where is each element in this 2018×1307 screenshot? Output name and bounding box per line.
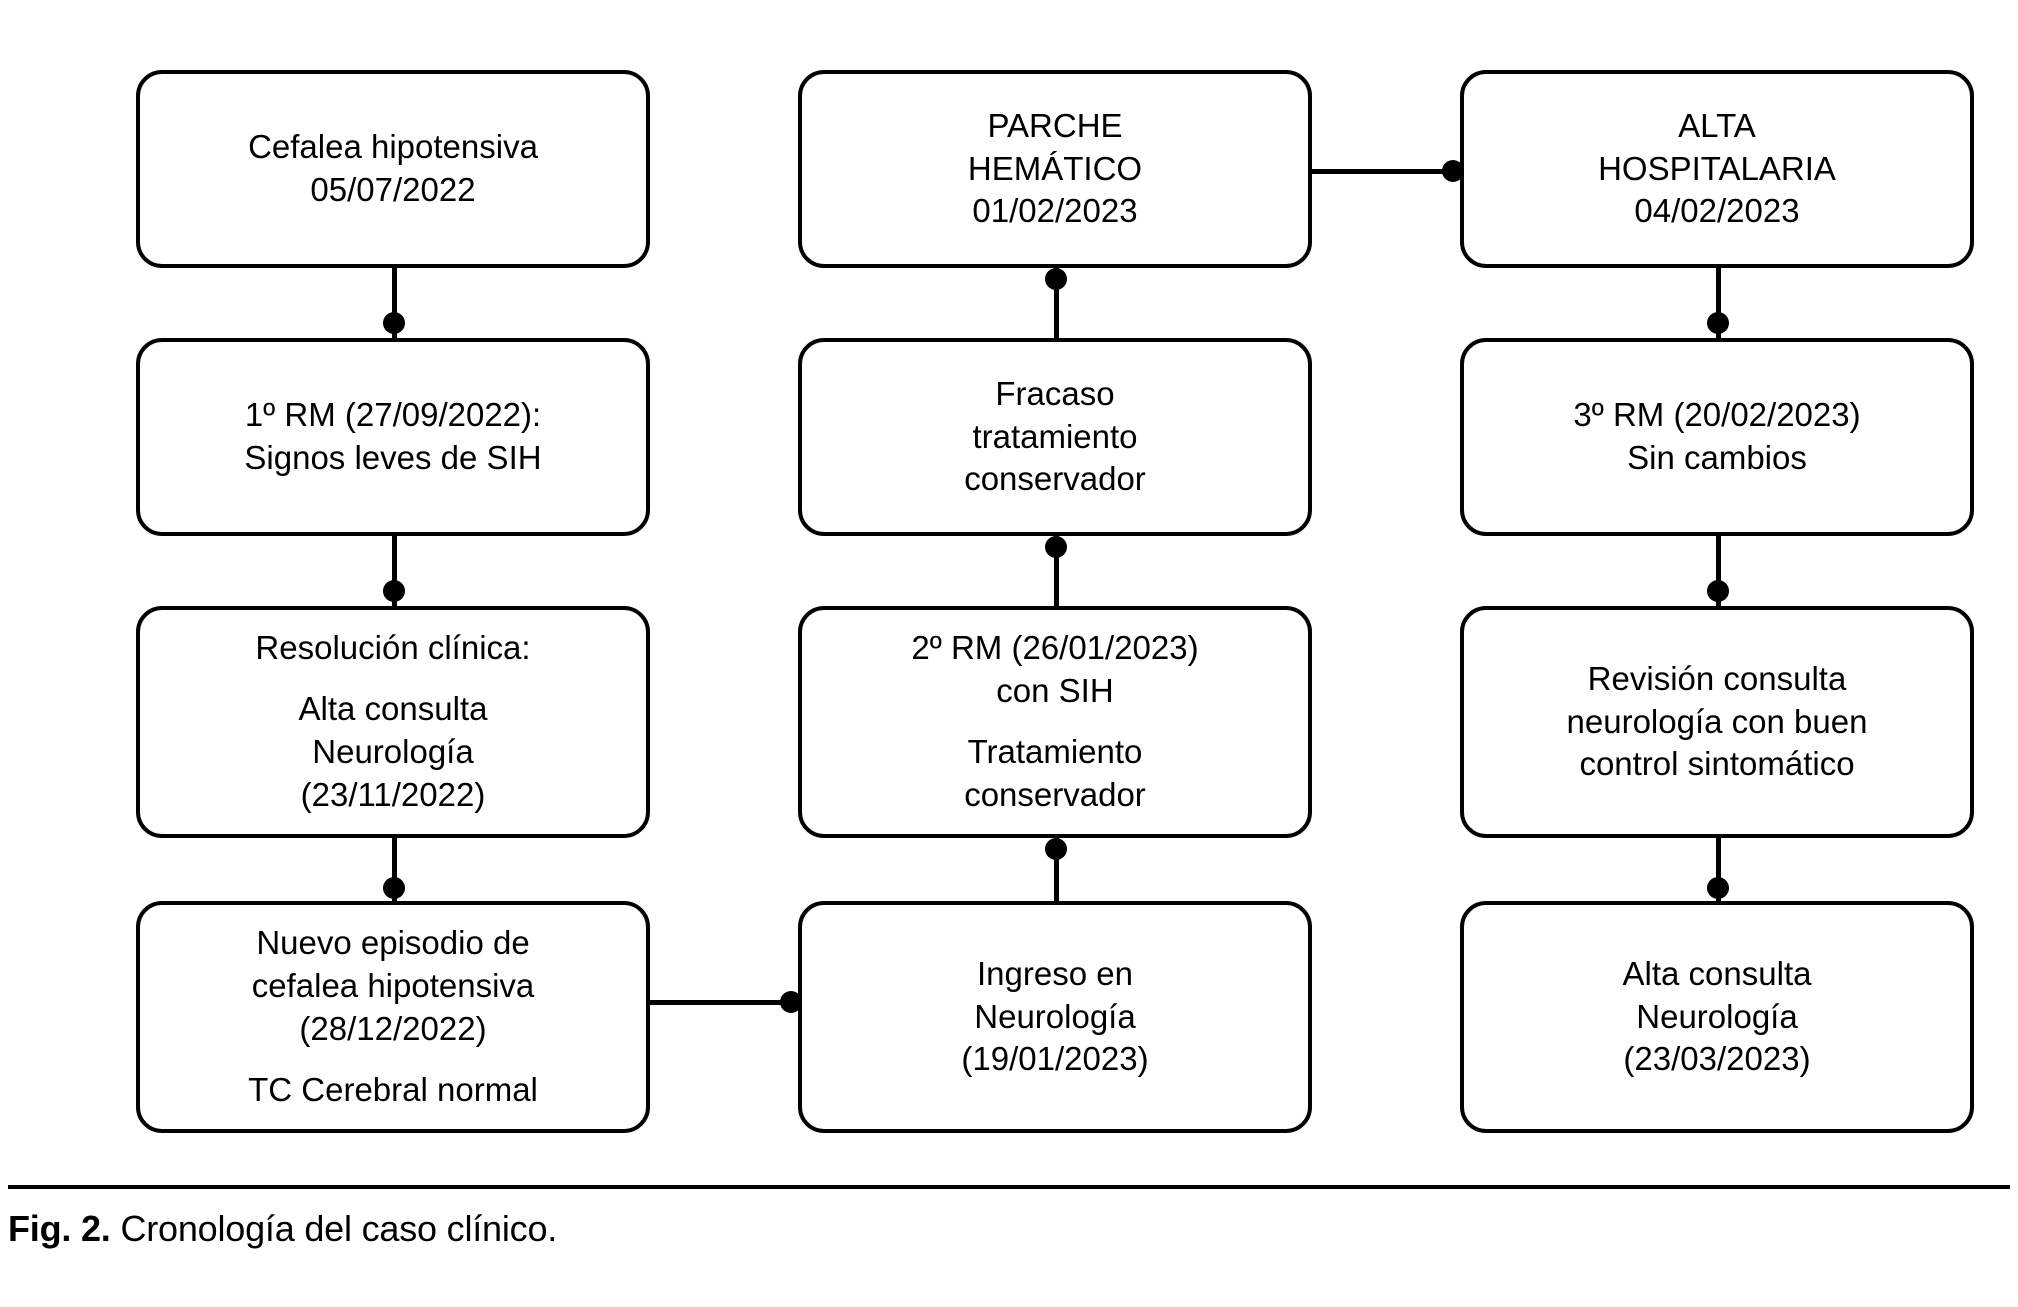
caption-text: Cronología del caso clínico. xyxy=(120,1208,558,1249)
node-cefalea-hipotensiva: Cefalea hipotensiva 05/07/2022 xyxy=(136,70,650,268)
node-line: con SIH xyxy=(996,672,1114,710)
node-line: HOSPITALARIA xyxy=(1598,149,1836,187)
node-line: Alta consulta xyxy=(298,690,488,728)
node-line: Revisión consulta xyxy=(1587,659,1847,697)
node-resolucion-clinica: Resolución clínica: Alta consulta Neurol… xyxy=(136,606,650,838)
node-nuevo-episodio: Nuevo episodio de cefalea hipotensiva (2… xyxy=(136,901,650,1133)
edge-m3-m2-arrowhead xyxy=(1045,536,1067,558)
node-line: Alta consulta xyxy=(1622,954,1812,992)
node-line: Nuevo episodio de xyxy=(256,924,530,962)
node-segunda-rm: 2º RM (26/01/2023) con SIH Tratamiento c… xyxy=(798,606,1312,838)
edge-m2-m1-line xyxy=(1054,268,1059,340)
node-line: Resolución clínica: xyxy=(255,629,531,667)
node-line: (23/11/2022) xyxy=(300,775,486,813)
edge-r1-r2-arrowhead xyxy=(1707,312,1729,334)
edge-m3-m2-line xyxy=(1054,536,1059,608)
node-line: TC Cerebral normal xyxy=(248,1070,538,1108)
edge-l1-l2-line xyxy=(392,268,397,340)
node-line: Cefalea hipotensiva xyxy=(248,128,538,166)
node-line: 04/02/2023 xyxy=(1634,192,1800,230)
node-line: Neurología xyxy=(974,997,1136,1035)
node-line: HEMÁTICO xyxy=(967,149,1143,187)
edge-r2-r3-arrowhead xyxy=(1707,580,1729,602)
node-line: neurología con buen xyxy=(1566,702,1868,740)
edge-r3-r4-arrowhead xyxy=(1707,877,1729,899)
edge-r1-r2-line xyxy=(1716,268,1721,340)
edge-l3-l4-line xyxy=(392,838,397,904)
node-line: PARCHE xyxy=(987,106,1123,144)
node-line: Fracaso xyxy=(995,374,1115,412)
node-line: Signos leves de SIH xyxy=(244,439,542,476)
node-fracaso-tratamiento: Fracaso tratamiento conservador xyxy=(798,338,1312,536)
edge-m2-m1-arrowhead xyxy=(1045,268,1067,290)
node-line: 05/07/2022 xyxy=(310,171,476,208)
edge-l4-m4-line xyxy=(650,1000,802,1005)
node-ingreso-neurologia: Ingreso en Neurología (19/01/2023) xyxy=(798,901,1312,1133)
node-line: cefalea hipotensiva xyxy=(251,967,535,1005)
edge-l1-l2-arrowhead xyxy=(383,312,405,334)
caption-label: Fig. 2. xyxy=(8,1208,111,1249)
node-line: 01/02/2023 xyxy=(972,192,1138,230)
node-line: Sin cambios xyxy=(1627,439,1807,476)
edge-m4-m3-line xyxy=(1054,838,1059,904)
edge-m1-r1-line xyxy=(1312,169,1464,174)
node-alta-consulta-final: Alta consulta Neurología (23/03/2023) xyxy=(1460,901,1974,1133)
figure-caption: Fig. 2. Cronología del caso clínico. xyxy=(8,1206,557,1251)
node-alta-hospitalaria: ALTA HOSPITALARIA 04/02/2023 xyxy=(1460,70,1974,268)
node-line: conservador xyxy=(964,460,1146,498)
node-line: tratamiento xyxy=(972,417,1138,455)
edge-r3-r4-line xyxy=(1716,838,1721,904)
node-line: control sintomático xyxy=(1579,745,1855,783)
node-line: Neurología xyxy=(1636,997,1798,1035)
node-line: (23/03/2023) xyxy=(1623,1040,1811,1078)
node-primera-rm: 1º RM (27/09/2022): Signos leves de SIH xyxy=(136,338,650,536)
edge-m1-r1-arrowhead xyxy=(1442,160,1464,182)
edge-r2-r3-line xyxy=(1716,536,1721,608)
node-line: Tratamiento xyxy=(967,733,1143,771)
node-line: 2º RM (26/01/2023) xyxy=(911,629,1199,667)
edge-m4-m3-arrowhead xyxy=(1045,838,1067,860)
node-line: Neurología xyxy=(312,733,474,771)
edge-l2-l3-line xyxy=(392,536,397,608)
node-tercera-rm: 3º RM (20/02/2023) Sin cambios xyxy=(1460,338,1974,536)
node-parche-hematico: PARCHE HEMÁTICO 01/02/2023 xyxy=(798,70,1312,268)
edge-l3-l4-arrowhead xyxy=(383,877,405,899)
node-revision-consulta: Revisión consulta neurología con buen co… xyxy=(1460,606,1974,838)
caption-divider xyxy=(8,1185,2010,1189)
node-line: ALTA xyxy=(1678,106,1756,144)
node-line: Ingreso en xyxy=(977,954,1133,992)
edge-l2-l3-arrowhead xyxy=(383,580,405,602)
node-line: 1º RM (27/09/2022): xyxy=(244,396,542,434)
edge-l4-m4-arrowhead xyxy=(780,991,802,1013)
node-line: (28/12/2022) xyxy=(299,1009,487,1047)
node-line: (19/01/2023) xyxy=(961,1040,1149,1078)
node-line: conservador xyxy=(964,775,1146,813)
node-line: 3º RM (20/02/2023) xyxy=(1573,396,1861,434)
